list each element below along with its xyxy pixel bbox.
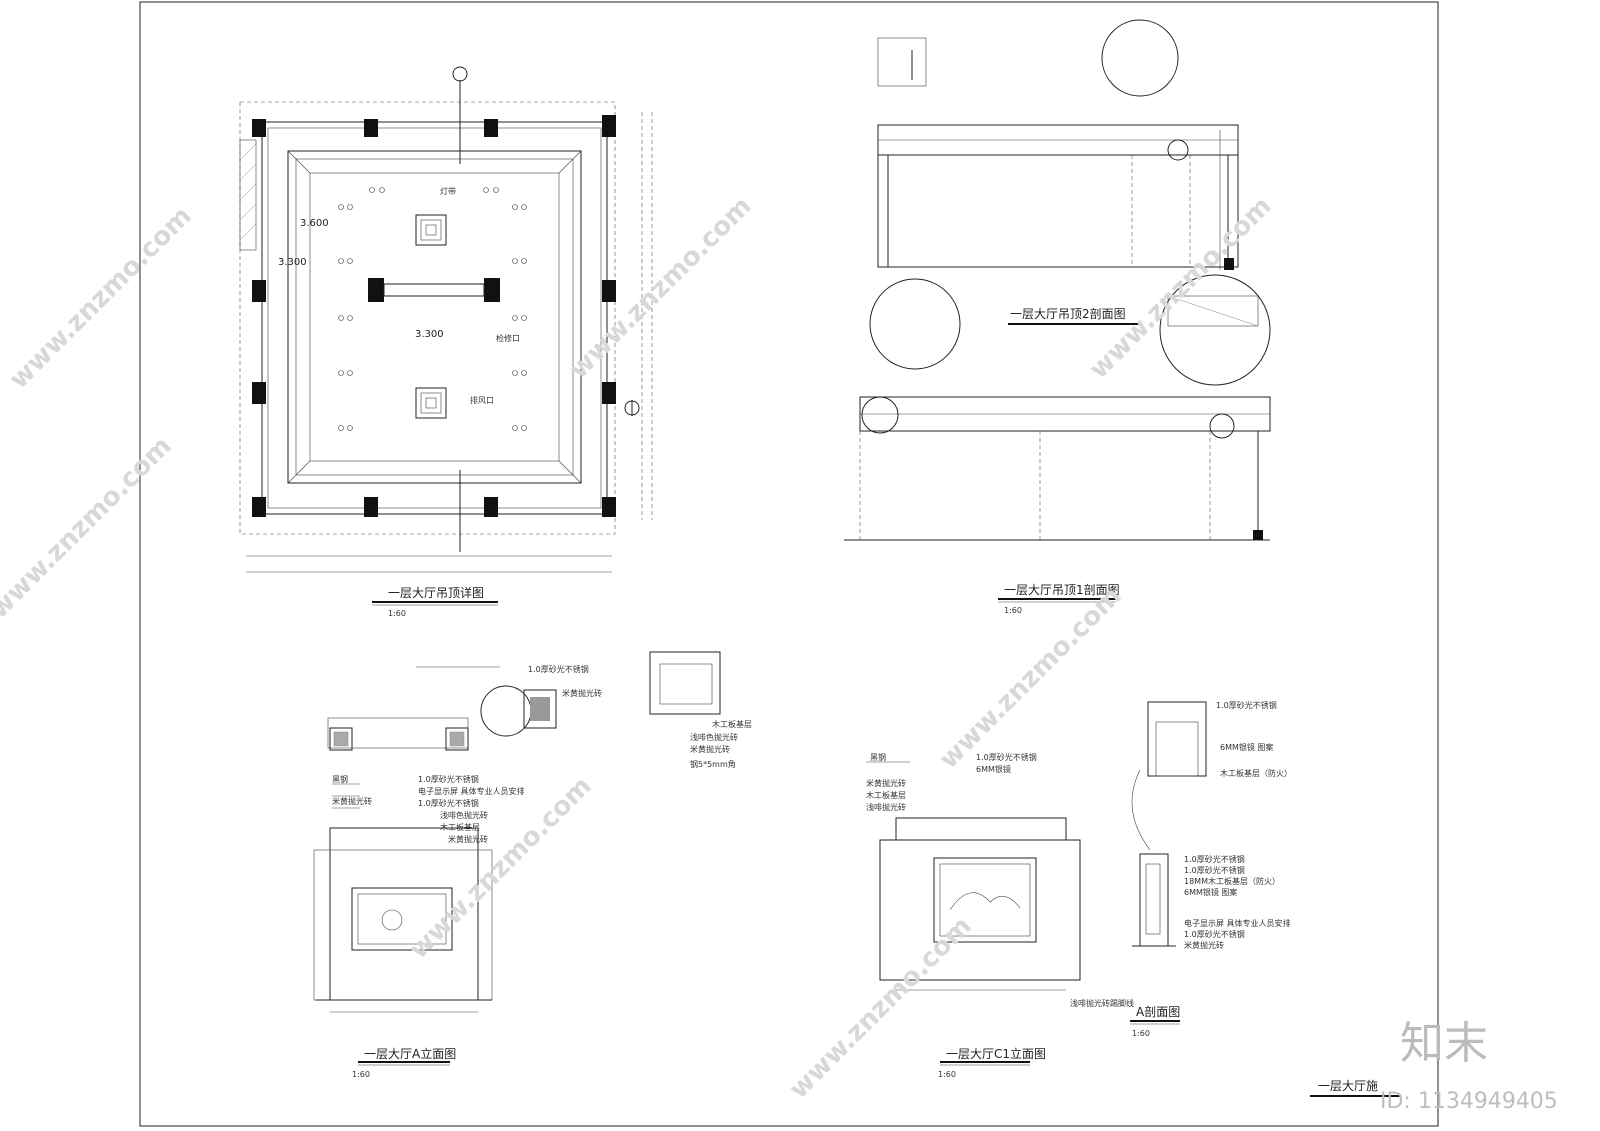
sec-a-callout-6: 18MM木工板基层（防火）	[1184, 876, 1280, 886]
elev-c1-callout-5: 木工板基层	[866, 790, 906, 800]
elev-a-label-5: 米黄抛光砖	[690, 744, 730, 754]
elev-a-callout-2: 米黄抛光砖	[332, 796, 372, 806]
section-1-drawing	[877, 19, 1239, 270]
watermark-site-3: www.znzmo.com	[1084, 191, 1278, 385]
watermark-site-4: www.znzmo.com	[0, 431, 178, 625]
section-a-drawing: 1.0厚砂光不锈钢 6MM银镜 图案 木工板基层（防火） 1.0厚砂光不锈钢 1…	[1130, 700, 1292, 1038]
watermark-brand: 知末	[1400, 1018, 1488, 1069]
sec-a-callout-9: 1.0厚砂光不锈钢	[1184, 929, 1245, 939]
sheet-border	[139, 1, 1439, 1127]
elev-c1-callout-3: 6MM银镜	[976, 764, 1011, 774]
watermark-site-6: www.znzmo.com	[934, 581, 1128, 775]
note-light: 灯带	[440, 186, 456, 196]
watermark-site-1: www.znzmo.com	[4, 201, 198, 395]
elev-c1-callout-2: 1.0厚砂光不锈钢	[976, 752, 1037, 762]
height-label-3: 3.300	[415, 329, 444, 340]
elev-c1-scale: 1:60	[938, 1070, 956, 1079]
sec-a-callout-5: 1.0厚砂光不锈钢	[1184, 865, 1245, 875]
section-1-lower-drawing: 一层大厅吊顶1剖面图 1:60	[844, 396, 1271, 615]
sec-a-callout-2: 6MM银镜 图案	[1220, 742, 1273, 752]
elevation-a-drawing: 1.0厚砂光不锈钢 米黄抛光砖 木工板基层 浅啡色抛光砖 米黄抛光砖 钢5*5m…	[313, 651, 752, 1079]
watermark-layer: www.znzmo.com www.znzmo.com www.znzmo.co…	[0, 191, 1558, 1114]
note-access: 检修口	[496, 333, 520, 343]
elev-a-scale: 1:60	[352, 1070, 370, 1079]
elevation-c1-drawing: 黑钢 1.0厚砂光不锈钢 6MM银镜 米黄抛光砖 木工板基层 浅啡抛光砖 浅啡抛…	[866, 752, 1134, 1079]
height-label-2: 3.300	[278, 257, 307, 268]
section-1-title: 一层大厅吊顶1剖面图	[1004, 583, 1120, 597]
elev-a-label-3: 木工板基层	[712, 719, 752, 729]
sec-a-callout-8: 电子显示屏 具体专业人员安排	[1184, 918, 1291, 928]
elev-a-callout-7: 木工板基层	[440, 822, 480, 832]
elev-a-callout-1: 黑钢	[332, 774, 348, 784]
partial-title: 一层大厅施	[1318, 1079, 1378, 1093]
sec-a-callout-4: 1.0厚砂光不锈钢	[1184, 854, 1245, 864]
sec-a-title: A剖面图	[1136, 1005, 1180, 1019]
section-2-drawing: 一层大厅吊顶2剖面图	[869, 274, 1271, 386]
elev-a-label-2: 米黄抛光砖	[562, 688, 602, 698]
elev-a-callout-6: 浅啡色抛光砖	[440, 810, 488, 820]
elev-a-callout-5: 1.0厚砂光不锈钢	[418, 798, 479, 808]
elev-a-label-4: 浅啡色抛光砖	[690, 732, 738, 742]
sec-a-callout-1: 1.0厚砂光不锈钢	[1216, 700, 1277, 710]
elev-a-label-1: 1.0厚砂光不锈钢	[528, 664, 589, 674]
sec-a-callout-7: 6MM银镜 图案	[1184, 887, 1237, 897]
ceiling-plan-scale: 1:60	[388, 609, 406, 618]
ceiling-plan: 3.600 3.300 3.300 灯带 排风口 检修口 一层大厅吊顶详图 1:…	[239, 66, 653, 618]
watermark-id: ID: 1134949405	[1380, 1089, 1558, 1114]
elev-c1-title: 一层大厅C1立面图	[946, 1046, 1046, 1061]
sec-a-callout-10: 米黄抛光砖	[1184, 940, 1224, 950]
elev-a-title: 一层大厅A立面图	[364, 1046, 456, 1061]
elev-c1-callout-1: 黑钢	[870, 752, 886, 762]
section-1-scale: 1:60	[1004, 606, 1022, 615]
elev-a-callout-4: 电子显示屏 具体专业人员安排	[418, 786, 525, 796]
sec-a-callout-3: 木工板基层（防火）	[1220, 768, 1292, 778]
note-vent: 排风口	[470, 395, 494, 405]
elev-c1-callout-4: 米黄抛光砖	[866, 778, 906, 788]
section-2-title: 一层大厅吊顶2剖面图	[1010, 307, 1126, 321]
watermark-site-2: www.znzmo.com	[564, 191, 758, 385]
elev-c1-callout-6: 浅啡抛光砖	[866, 802, 906, 812]
elev-a-callout-3: 1.0厚砂光不锈钢	[418, 774, 479, 784]
sec-a-scale: 1:60	[1132, 1029, 1150, 1038]
height-label-1: 3.600	[300, 218, 329, 229]
elev-c1-callout-7: 浅啡抛光砖踢脚线	[1070, 998, 1134, 1008]
ceiling-plan-title: 一层大厅吊顶详图	[388, 585, 484, 600]
elev-a-label-6: 钢5*5mm角	[690, 759, 736, 769]
elev-a-callout-8: 米黄抛光砖	[448, 834, 488, 844]
